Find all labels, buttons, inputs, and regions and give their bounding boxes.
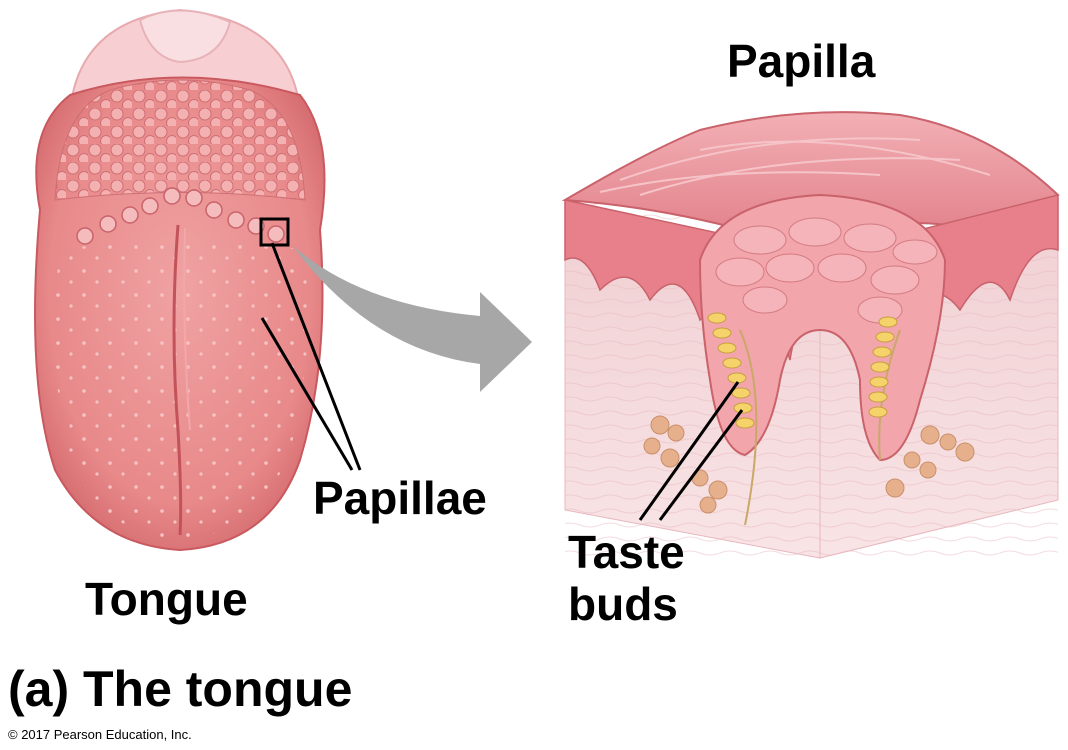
copyright-notice: © 2017 Pearson Education, Inc.	[8, 727, 192, 742]
median-groove	[172, 224, 183, 536]
fat-cells	[643, 415, 975, 514]
tongue-illustration	[34, 8, 326, 552]
magnification-arrow	[292, 245, 532, 392]
taste-buds-leader-lines	[638, 381, 744, 521]
figure-caption: (a) The tongue	[8, 661, 353, 717]
epiglottis	[138, 9, 232, 64]
tongue-surface-dots	[54, 240, 308, 540]
tongue-label: Tongue	[85, 573, 248, 625]
taste-buds-label: Taste buds	[568, 526, 685, 630]
magnified-region-box	[259, 217, 290, 247]
papillae-label: Papillae	[313, 472, 487, 524]
papillae-leader-lines	[260, 242, 362, 471]
taste-buds-label-line1: Taste	[568, 526, 685, 578]
taste-buds-label-line2: buds	[568, 578, 678, 630]
vallate-papillae-row	[76, 187, 285, 245]
taste-buds-left	[707, 312, 755, 429]
papilla-cells	[715, 217, 938, 324]
muscle-fibers	[599, 137, 991, 196]
papilla-block	[561, 111, 1060, 560]
taste-buds-right	[868, 316, 898, 418]
papilla-label: Papilla	[727, 35, 876, 87]
